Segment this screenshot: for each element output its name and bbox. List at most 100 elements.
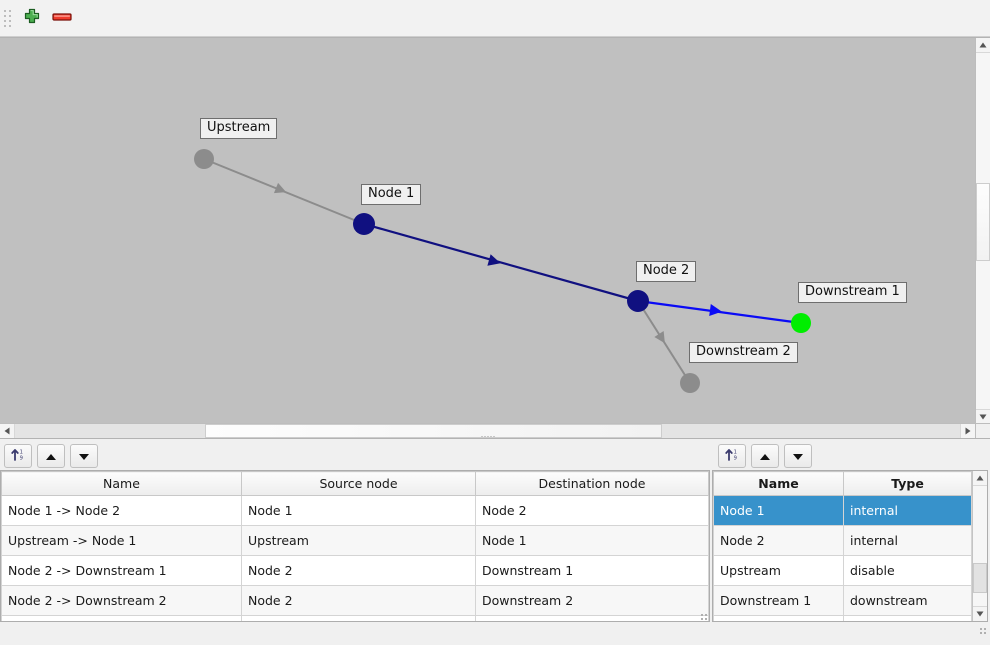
edge-cell-source[interactable]: Node 1 xyxy=(241,495,476,526)
node-cell-type[interactable]: downstream xyxy=(843,585,972,616)
graph-node-node-2[interactable] xyxy=(627,290,649,312)
scroll-up-button[interactable] xyxy=(976,38,990,53)
remove-button[interactable] xyxy=(47,4,77,32)
caret-up-icon xyxy=(979,42,987,48)
edge-cell-name[interactable]: Node 2 -> Downstream 2 xyxy=(1,585,242,616)
edge-node2-downstream2[interactable] xyxy=(637,300,691,384)
edge-cell-destination[interactable]: Downstream 2 xyxy=(475,585,709,616)
node-cell-name[interactable]: Node 1 xyxy=(713,495,844,526)
node-move-down-button[interactable] xyxy=(784,444,812,468)
graph-node-upstream[interactable] xyxy=(194,149,214,169)
edge-table-grid: Name Source node Destination node Node 1… xyxy=(1,471,709,621)
caret-left-icon xyxy=(4,427,10,435)
edge-table-header-row: Name Source node Destination node xyxy=(1,471,709,496)
edge-cell-source[interactable]: Node 2 xyxy=(241,585,476,616)
node-table-scroll-down-button[interactable] xyxy=(973,606,987,621)
graph-node-node-1[interactable] xyxy=(353,213,375,235)
scroll-right-button[interactable] xyxy=(960,424,975,438)
toolbar-drag-handle[interactable] xyxy=(3,7,11,29)
edge-cell-name[interactable]: Upstream -> Node 1 xyxy=(1,525,242,556)
edge-cell-name[interactable]: Node 1 -> Node 2 xyxy=(1,495,242,526)
graph-label-node-2[interactable]: Node 2 xyxy=(636,261,697,282)
edge-cell-source[interactable]: Node 2 xyxy=(241,555,476,586)
scroll-left-button[interactable] xyxy=(0,424,15,438)
svg-text:1: 1 xyxy=(20,450,23,456)
caret-down-icon xyxy=(976,611,984,617)
table-row[interactable]: Upstream -> Node 1 Upstream Node 1 xyxy=(1,525,709,556)
graph-label-downstream-1[interactable]: Downstream 1 xyxy=(798,282,907,303)
caret-right-icon xyxy=(965,427,971,435)
canvas-horizontal-scrollbar[interactable] xyxy=(0,423,975,438)
edge-column-header-destination[interactable]: Destination node xyxy=(475,471,709,496)
node-move-up-button[interactable] xyxy=(751,444,779,468)
edge-node2-downstream1[interactable] xyxy=(637,299,802,325)
table-row[interactable]: Node 2 -> Downstream 2 Node 2 Downstream… xyxy=(1,585,709,616)
node-cell-name[interactable]: Upstream xyxy=(713,555,844,586)
node-column-header-type[interactable]: Type xyxy=(843,471,972,496)
edge-cell-source[interactable]: Upstream xyxy=(241,525,476,556)
svg-text:9: 9 xyxy=(20,456,23,462)
edge-cell-destination[interactable]: Node 2 xyxy=(475,495,709,526)
node-panel-toolbar: 1 9 xyxy=(710,440,990,470)
graph-canvas[interactable]: Upstream Node 1 Node 2 Downstream 1 Down… xyxy=(0,38,975,424)
edge-cell-destination[interactable]: Node 1 xyxy=(475,525,709,556)
node-sort-button[interactable]: 1 9 xyxy=(718,444,746,468)
table-row[interactable]: Downstream 1 downstream xyxy=(713,585,972,616)
node-column-header-name[interactable]: Name xyxy=(713,471,844,496)
node-table-scroll-up-button[interactable] xyxy=(973,471,987,486)
edge-panel: 1 9 Name xyxy=(0,440,710,622)
graph-node-downstream-1[interactable] xyxy=(791,313,811,333)
edge-node1-node2[interactable] xyxy=(363,222,639,303)
graph-label-node-1[interactable]: Node 1 xyxy=(361,184,422,205)
lower-panels: 1 9 Name xyxy=(0,440,990,645)
edge-move-down-button[interactable] xyxy=(70,444,98,468)
table-row[interactable]: Upstream disable xyxy=(713,555,972,586)
table-row[interactable]: Node 1 -> Node 2 Node 1 Node 2 xyxy=(1,495,709,526)
edge-sort-button[interactable]: 1 9 xyxy=(4,444,32,468)
triangle-down-icon xyxy=(78,449,90,464)
edge-cell-destination[interactable]: Downstream 1 xyxy=(475,555,709,586)
add-button[interactable] xyxy=(17,4,47,32)
canvas-vscroll-thumb[interactable] xyxy=(976,183,990,261)
sort-ascending-icon: 1 9 xyxy=(10,447,26,465)
node-table-vscroll-thumb[interactable] xyxy=(973,563,987,593)
table-row[interactable]: Node 2 internal xyxy=(713,525,972,556)
graph-canvas-area: Upstream Node 1 Node 2 Downstream 1 Down… xyxy=(0,37,990,439)
minus-icon xyxy=(51,8,73,29)
node-table[interactable]: Name Type Node 1 internal Node 2 interna… xyxy=(712,470,988,622)
canvas-hscroll-thumb[interactable] xyxy=(205,424,662,438)
edge-upstream-node1[interactable] xyxy=(203,158,365,225)
triangle-up-icon xyxy=(759,449,771,464)
edge-panel-toolbar: 1 9 xyxy=(0,440,710,470)
edge-table[interactable]: Name Source node Destination node Node 1… xyxy=(0,470,710,622)
graph-label-upstream[interactable]: Upstream xyxy=(200,118,278,139)
edge-table-resize-grip[interactable] xyxy=(701,614,707,620)
canvas-vertical-scrollbar[interactable] xyxy=(975,38,990,424)
edge-table-empty-row xyxy=(1,615,709,621)
caret-up-icon xyxy=(976,475,984,481)
scrollbar-corner xyxy=(975,423,990,438)
scroll-down-button[interactable] xyxy=(976,409,990,424)
node-table-grid: Name Type Node 1 internal Node 2 interna… xyxy=(713,471,972,621)
caret-down-icon xyxy=(979,414,987,420)
graph-node-downstream-2[interactable] xyxy=(680,373,700,393)
node-table-vertical-scrollbar[interactable] xyxy=(972,471,987,621)
node-cell-type[interactable]: internal xyxy=(843,495,972,526)
edge-column-header-source[interactable]: Source node xyxy=(241,471,476,496)
edge-move-up-button[interactable] xyxy=(37,444,65,468)
node-cell-type[interactable]: internal xyxy=(843,525,972,556)
edge-column-header-name[interactable]: Name xyxy=(1,471,242,496)
splitter-handle[interactable] xyxy=(481,436,494,437)
node-cell-type[interactable]: disable xyxy=(843,555,972,586)
node-table-header-row: Name Type xyxy=(713,471,972,496)
triangle-down-icon xyxy=(792,449,804,464)
node-cell-name[interactable]: Node 2 xyxy=(713,525,844,556)
graph-label-downstream-2[interactable]: Downstream 2 xyxy=(689,342,798,363)
graph-svg xyxy=(194,149,811,393)
table-row[interactable]: Node 1 internal xyxy=(713,495,972,526)
edge-cell-name[interactable]: Node 2 -> Downstream 1 xyxy=(1,555,242,586)
node-cell-name[interactable]: Downstream 1 xyxy=(713,585,844,616)
table-row[interactable]: Node 2 -> Downstream 1 Node 2 Downstream… xyxy=(1,555,709,586)
node-table-empty-row xyxy=(713,615,972,621)
main-toolbar xyxy=(0,0,990,37)
